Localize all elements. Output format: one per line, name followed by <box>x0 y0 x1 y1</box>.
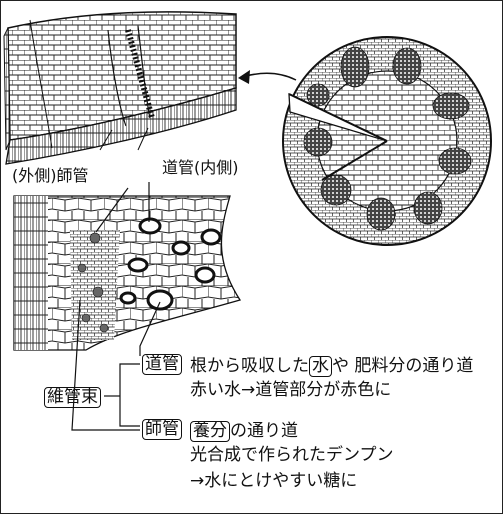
xylem-term: 道管 <box>142 354 182 375</box>
phloem-description-line3: →水にとけやすい糖に <box>190 471 358 491</box>
phloem-line1-post: の通り道 <box>230 421 298 441</box>
stem-wedge-block <box>3 11 237 165</box>
phloem-description-line1: 養分の通り道 <box>190 421 298 442</box>
enlarged-tissue <box>13 182 242 431</box>
xylem-description-line1: 根から吸収した水や 肥料分の通り道 <box>190 356 473 377</box>
xylem-inner-label: 道管(内側) <box>162 158 239 177</box>
stem-cross-section <box>282 36 492 246</box>
pointer-arrow <box>238 70 297 84</box>
water-term: 水 <box>309 356 332 377</box>
xylem-line1-post: や 肥料分の通り道 <box>332 356 474 376</box>
xylem-line1-pre: 根から吸収した <box>190 356 309 376</box>
xylem-description-line2: 赤い水→道管部分が赤色に <box>190 380 392 400</box>
phloem-outer-label: (外側)師管 <box>12 166 89 185</box>
bundle-bracket <box>104 363 140 427</box>
nutrient-term: 養分 <box>190 421 230 442</box>
phloem-term: 師管 <box>142 419 182 440</box>
phloem-description-line2: 光合成で作られたデンプン <box>190 445 394 465</box>
vascular-bundle-term: 維管束 <box>44 387 101 408</box>
